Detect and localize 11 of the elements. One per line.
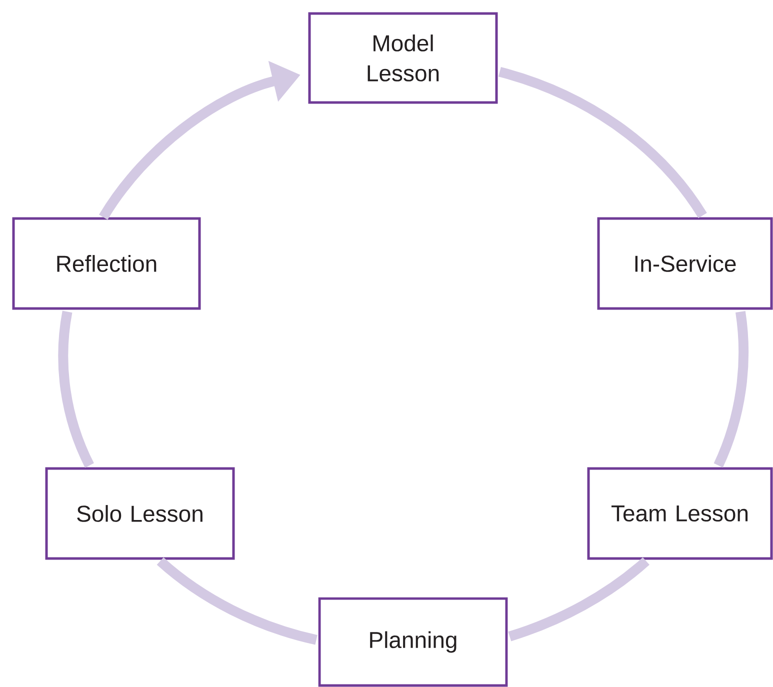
connector-arc — [508, 557, 650, 642]
connector-arc — [498, 67, 707, 218]
connector-arc — [156, 557, 318, 645]
process-box: Model Lesson — [308, 12, 498, 104]
connector-arc — [714, 311, 749, 468]
process-box: Planning — [318, 597, 508, 687]
process-box: Reflection — [12, 217, 201, 310]
process-box: In-Service — [597, 217, 773, 310]
process-box: Team Lesson — [587, 467, 773, 560]
process-box: Solo Lesson — [45, 467, 235, 560]
connector-arc — [58, 310, 94, 468]
